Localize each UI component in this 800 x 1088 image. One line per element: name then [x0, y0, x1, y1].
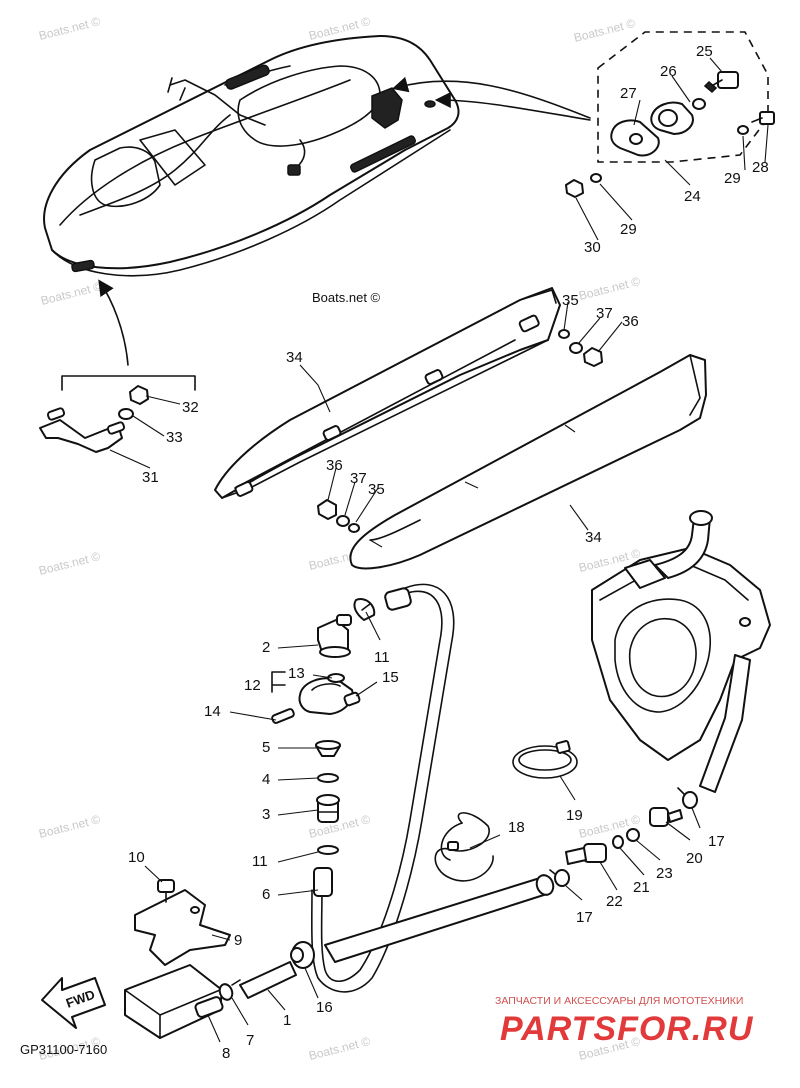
fitting-20 [649, 807, 683, 827]
partsfor-logo: ЗАПЧАСТИ И АКСЕССУАРЫ ДЛЯ МОТОТЕХНИКИ PA… [495, 995, 754, 1048]
callout-number: 9 [234, 932, 242, 949]
callout-number: 6 [262, 886, 270, 903]
hose-clamp-17a [677, 787, 698, 809]
water-box [124, 964, 224, 1039]
jet-nozzle-housing [591, 510, 771, 761]
center-watermark-text: Boats.net © [312, 290, 381, 305]
strainer-cap [315, 740, 341, 757]
drain-plug-assembly [610, 71, 775, 157]
callout-number: 5 [262, 739, 270, 756]
callout-number: 14 [204, 703, 221, 720]
watermark: Boats.net © [577, 274, 642, 303]
callout-number: 27 [620, 85, 637, 102]
callout-number: 20 [686, 850, 703, 867]
callout-number: 22 [606, 893, 623, 910]
hose-clamp-17b [549, 869, 570, 887]
callout-number: 21 [633, 879, 650, 896]
callout-number: 17 [576, 909, 593, 926]
hose-clamp [317, 845, 339, 855]
pointer-arrow [391, 76, 591, 119]
watermark: Boats.net © [572, 16, 637, 45]
fitting-elbow [317, 614, 352, 658]
callout-number: 8 [222, 1045, 230, 1062]
watermark: Boats.net © [307, 1034, 372, 1063]
drain-pipe [699, 654, 751, 793]
band-clamp-19 [512, 740, 578, 779]
callout-number: 24 [684, 188, 701, 205]
callout-numbers: 1 2 3 4 5 6 7 8 9 10 11 11 12 13 14 15 1… [128, 43, 769, 1062]
diagram-code: GP31100-7160 [20, 1042, 107, 1057]
callout-number: 26 [660, 63, 677, 80]
callout-number: 28 [752, 159, 769, 176]
callout-number: 4 [262, 771, 270, 788]
bilge-hose [310, 583, 455, 993]
clamp [353, 598, 376, 621]
nut-washer-set [317, 329, 603, 533]
callout-number: 1 [283, 1012, 291, 1029]
callout-number: 36 [326, 457, 343, 474]
callout-number: 34 [286, 349, 303, 366]
washer-21 [612, 835, 624, 849]
callout-number: 25 [696, 43, 713, 60]
washer-23 [626, 828, 640, 842]
hose-clamp-7 [218, 979, 241, 1001]
brand-tagline: ЗАПЧАСТИ И АКСЕССУАРЫ ДЛЯ МОТОТЕХНИКИ [495, 995, 743, 1007]
callout-number: 34 [585, 529, 602, 546]
coupling-16 [290, 941, 315, 969]
callout-number: 36 [622, 313, 639, 330]
watermark: Boats.net © [37, 14, 102, 43]
callout-number: 10 [128, 849, 145, 866]
hose-right [324, 874, 555, 963]
callout-number: 11 [252, 853, 268, 870]
callout-number: 29 [620, 221, 637, 238]
watermark: Boats.net © [39, 279, 104, 308]
bracket-plate [134, 889, 231, 966]
pipe-1 [239, 961, 297, 999]
watermark: Boats.net © [37, 549, 102, 578]
callout-number: 37 [350, 470, 367, 487]
callout-number: 29 [724, 170, 741, 187]
nut-washer-pair [565, 173, 602, 198]
callout-number: 17 [708, 833, 725, 850]
hose-joint-bracket [39, 385, 149, 453]
band-clamp-18 [434, 812, 494, 882]
callout-number: 12 [244, 677, 261, 694]
group-bracket [61, 375, 196, 391]
brand-name: PARTSFOR.RU [500, 1010, 754, 1048]
fitting-22 [565, 843, 607, 865]
callout-number: 16 [316, 999, 333, 1016]
callout-number: 15 [382, 669, 399, 686]
callout-number: 23 [656, 865, 673, 882]
callout-number: 18 [508, 819, 525, 836]
callout-number: 37 [596, 305, 613, 322]
pointer-arrow [98, 279, 129, 366]
fwd-direction-arrow: FWD [41, 977, 106, 1029]
leader-lines [109, 57, 769, 1043]
callout-number: 3 [262, 806, 270, 823]
bolt [157, 879, 175, 903]
callout-number: 35 [562, 292, 579, 309]
group-bracket [271, 671, 286, 693]
callout-number: 11 [374, 649, 390, 666]
sponson-right [349, 354, 707, 570]
bracket-assembly [298, 673, 361, 715]
callout-number: 2 [262, 639, 270, 656]
watermark: Boats.net © [37, 812, 102, 841]
callout-number: 19 [566, 807, 583, 824]
strainer-body [316, 794, 340, 823]
sponson-left [214, 287, 561, 499]
callout-number: 31 [142, 469, 159, 486]
callout-number: 13 [288, 665, 305, 682]
o-ring [317, 773, 339, 783]
watercraft-hull-illustration [43, 35, 460, 277]
callout-number: 30 [584, 239, 601, 256]
pointer-arrow [434, 92, 591, 121]
callout-number: 33 [166, 429, 183, 446]
callout-number: 32 [182, 399, 199, 416]
callout-number: 35 [368, 481, 385, 498]
hose-nipple [271, 708, 295, 724]
callout-number: 7 [246, 1032, 254, 1049]
